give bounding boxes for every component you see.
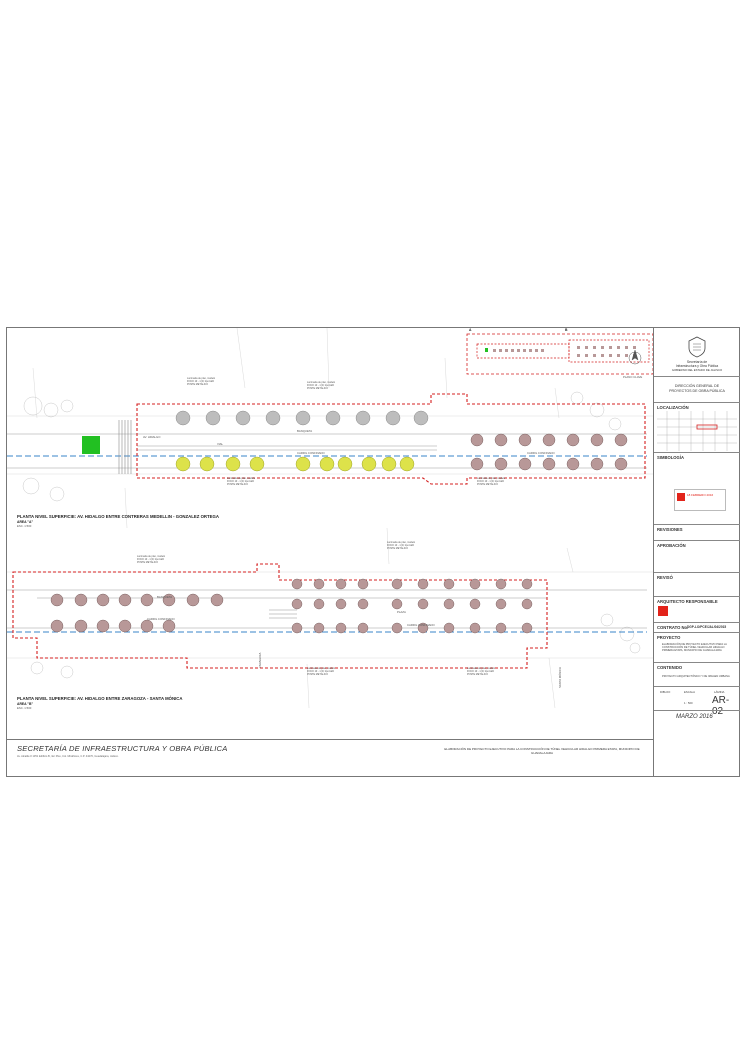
secretaria-title: SECRETARÍA DE INFRAESTRUCTURA Y OBRA PÚB… — [17, 744, 228, 753]
approval-stamp: 18 FEBRERO 2016 — [674, 489, 726, 511]
boundary-a — [136, 393, 646, 485]
key-plan-b — [568, 339, 650, 363]
note-a1: Luminaria de piso, modelo FOCO 10 - 1 W,… — [187, 377, 216, 386]
key-plan-marks — [485, 346, 636, 357]
contenido-label: CONTENIDO — [657, 665, 683, 670]
crosswalk-a — [118, 420, 132, 474]
project-description: ELABORACIÓN DE PROYECTO EJECUTIVO PARA L… — [444, 747, 640, 755]
direccion-row: DIRECCIÓN GENERAL DE PROYECTOS DE OBRA P… — [654, 376, 740, 402]
trees-b-pink — [50, 578, 533, 634]
trees-a-gray — [175, 410, 429, 426]
revisiones-row: REVISIONES — [654, 524, 740, 540]
gov-line3: GOBIERNO DEL ESTADO DE JALISCO — [671, 368, 723, 372]
vial-label-a: VIAL — [217, 442, 224, 446]
drawing-sheet: Luminaria de piso, modelo FOCO 10 - 1 W,… — [6, 327, 740, 777]
reviso-row: REVISÓ — [654, 572, 740, 596]
direccion-line1: DIRECCIÓN GENERAL DE — [674, 384, 720, 388]
gov-line1: Secretaría de — [686, 360, 708, 364]
aprobacion-row: APROBACIÓN — [654, 540, 740, 572]
aprobacion-label: APROBACIÓN — [657, 543, 686, 548]
secretaria-address: Av. Alcalde # 1351 Edificio B, 3er Piso,… — [17, 755, 119, 758]
street-label-a: AV. HIDALGO — [143, 435, 161, 439]
plano-clave-label: PLANO CLAVE — [623, 375, 643, 379]
trees-a-pink — [470, 433, 628, 471]
lamina-label: LÁMINA — [714, 690, 725, 694]
carril-label-b: CARRIL CONFINADO — [147, 617, 175, 621]
localizacion-label: LOCALIZACIÓN — [657, 405, 689, 410]
trees-a-yellow — [175, 456, 415, 472]
simbologia-row: SIMBOLOGÍA 18 FEBRERO 2016 — [654, 452, 740, 524]
reviso-label: REVISÓ — [657, 575, 673, 580]
proyecto-row: PROYECTO ELABORACIÓN DE PROYECTO EJECUTI… — [654, 632, 740, 662]
contenido-value: PROYECTO ARQUITECTÓNICO Y DE IMAGEN URBA… — [662, 675, 730, 678]
key-plan-frame — [466, 333, 653, 375]
revisiones-label: REVISIONES — [657, 527, 683, 532]
arquitecto-label: ARQUITECTO RESPONSABLE — [657, 599, 718, 604]
banqueta-label-b: BANQUETA — [157, 595, 173, 599]
direccion-line2: PROYECTOS DE OBRA PÚBLICA — [669, 389, 725, 393]
contenido-row: CONTENIDO PROYECTO ARQUITECTÓNICO Y DE I… — [654, 662, 740, 686]
localizacion-row: LOCALIZACIÓN — [654, 402, 740, 452]
plan-b-scale: ESC. 1:500 — [17, 706, 32, 710]
arquitecto-logo-icon — [658, 606, 668, 616]
carril-label-a: CARRIL CONFINADO — [297, 451, 325, 455]
proyecto-label: PROYECTO — [657, 635, 681, 640]
banqueta-label-a: BANQUETA — [297, 429, 313, 433]
plan-a-scale: ESC. 1:500 — [17, 524, 32, 528]
boundary-b — [12, 563, 548, 669]
contrato-value: DGP-LO/PCE/JAL/04/2015 — [687, 625, 727, 630]
stamp-logo-icon — [677, 493, 685, 501]
title-block: Secretaría de Infraestructura y Obra Púb… — [653, 328, 740, 776]
contrato-label: CONTRATO No. — [657, 625, 689, 630]
plaza-b-rows — [269, 609, 297, 619]
note-b1: Luminaria de piso, modelo FOCO 10 - 1 W,… — [137, 555, 166, 564]
key-a-letter: A — [469, 328, 472, 332]
location-map — [657, 411, 737, 451]
escala-value: 1 : 500 — [684, 701, 693, 705]
note-a4: Luminaria de piso, modelo FOCO 10 - 1 W,… — [477, 477, 506, 486]
arquitecto-row: ARQUITECTO RESPONSABLE — [654, 596, 740, 622]
contrato-row: CONTRATO No. DGP-LO/PCE/JAL/04/2015 — [654, 622, 740, 632]
lamina-value: AR-02 — [712, 695, 730, 717]
carril-label-a2: CARRIL CONFINADO — [527, 451, 555, 455]
gov-seal-icon — [688, 336, 706, 358]
site-plan — [7, 328, 653, 709]
key-b-letter: B — [565, 328, 568, 332]
note-b2: Luminaria de piso, modelo FOCO 10 - 1 W,… — [387, 541, 416, 550]
plan-b-title: PLANTA NIVEL SUPERFICIE: AV. HIDALGO ENT… — [17, 696, 183, 701]
fecha-value: MARZO 2016 — [676, 714, 713, 720]
fecha-row: MARZO 2016 — [654, 710, 740, 776]
plan-a-title: PLANTA NIVEL SUPERFICIE: AV. HIDALGO ENT… — [17, 514, 219, 519]
sheet-info-row: DIBUJO ESCALA LÁMINA 1 : 500 AR-02 — [654, 686, 740, 717]
escala-label: ESCALA — [684, 690, 696, 694]
plan-b-area: AREA "B" — [17, 702, 34, 706]
carril-label-b2: CARRIL CONFINADO — [407, 623, 435, 627]
note-b3: Luminaria de piso, modelo FOCO 10 - 1 W,… — [307, 667, 336, 676]
plan-a-area: AREA "A" — [17, 520, 34, 524]
stamp-date: 18 FEBRERO 2016 — [687, 493, 714, 497]
proyecto-value: ELABORACIÓN DE PROYECTO EJECUTIVO PARA L… — [662, 643, 727, 652]
north-arrow-icon — [628, 349, 642, 365]
santa-monica-label: SANTA MÓNICA — [558, 667, 562, 688]
footer-strip: SECRETARÍA DE INFRAESTRUCTURA Y OBRA PÚB… — [7, 739, 653, 776]
zaragoza-label: ZARAGOZA — [258, 652, 262, 668]
note-a3: Luminaria de piso, modelo FOCO 10 - 1 W,… — [227, 477, 256, 486]
green-block — [82, 436, 100, 454]
simbologia-label: SIMBOLOGÍA — [657, 455, 684, 460]
note-b4: Luminaria de piso, modelo FOCO 10 - 1 W,… — [467, 667, 496, 676]
dibujo-label: DIBUJO — [660, 690, 671, 694]
note-a2: Luminaria de piso, modelo FOCO 10 - 1 W,… — [307, 381, 336, 390]
plaza-label-b: PLAZA — [397, 610, 406, 614]
gov-line2: Infraestructura y Obra Pública — [675, 364, 719, 368]
